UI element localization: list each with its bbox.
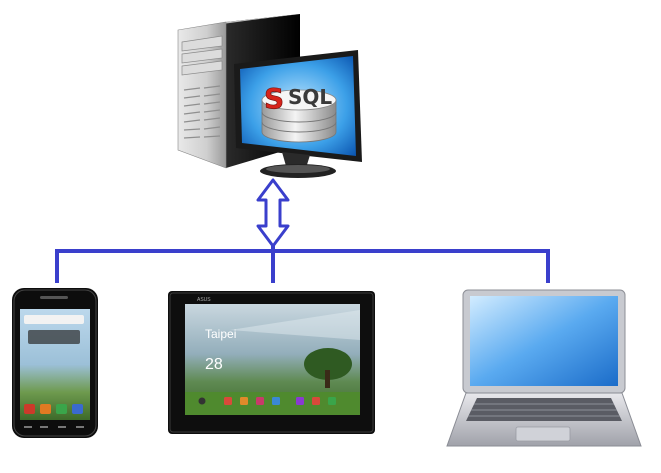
smartphone-icon (12, 288, 98, 438)
logo-text: SQL (288, 85, 332, 109)
logo-letter: S (264, 82, 284, 115)
database-icon (261, 89, 337, 143)
double-arrow-icon (256, 178, 290, 248)
tablet-temperature: 28 (205, 356, 223, 373)
tablet-city: Taipei (205, 327, 236, 341)
tablet-icon: Taipei 28 (168, 291, 375, 434)
tablet-brand: ASUS (197, 297, 211, 303)
laptop-icon (446, 289, 642, 447)
network-lines (55, 244, 550, 283)
